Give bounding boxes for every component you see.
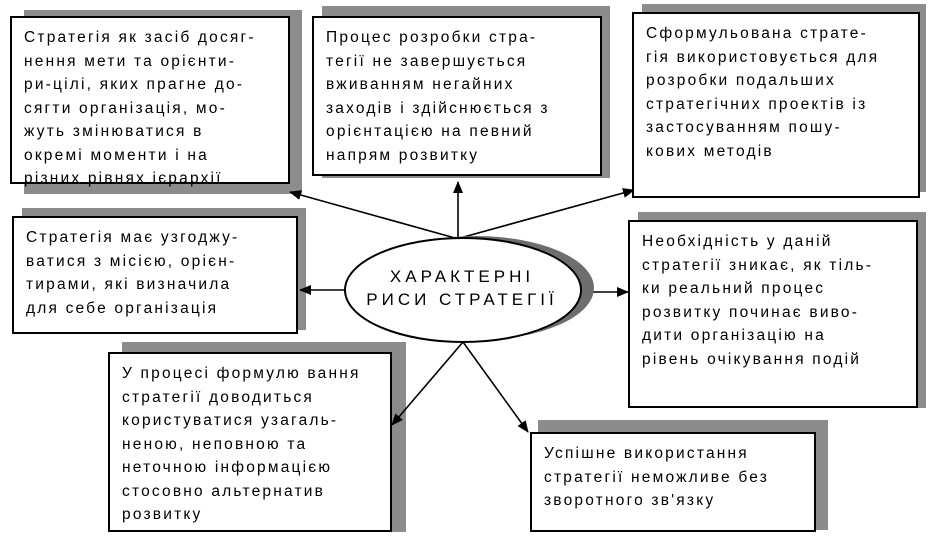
- box-development-process: Процес розробки стра- тегії не завершуєт…: [312, 16, 602, 176]
- box-formulated-strategy: Сформульована страте- гія використовуєть…: [632, 12, 920, 198]
- center-title: ХАРАКТЕРНІ РИСИ СТРАТЕГІЇ: [366, 267, 558, 309]
- box-feedback-requirement: Успішне використання стратегії неможливе…: [530, 432, 816, 532]
- box-strategy-necessity: Необхідність у даній стратегії зникає, я…: [628, 220, 918, 408]
- box-incomplete-information: У процесі формулю вання стратегії доводи…: [108, 352, 392, 532]
- arrow-to-information: [391, 341, 464, 426]
- arrow-to-feedback: [462, 341, 529, 433]
- arrow-to-means: [289, 190, 456, 239]
- box-strategy-means: Стратегія як засіб досяг- нення мети та …: [10, 16, 290, 187]
- center-ellipse: [344, 237, 582, 343]
- arrow-to-formulated: [459, 188, 635, 239]
- box-mission-alignment: Стратегія має узгоджу- ватися з місією, …: [12, 216, 298, 334]
